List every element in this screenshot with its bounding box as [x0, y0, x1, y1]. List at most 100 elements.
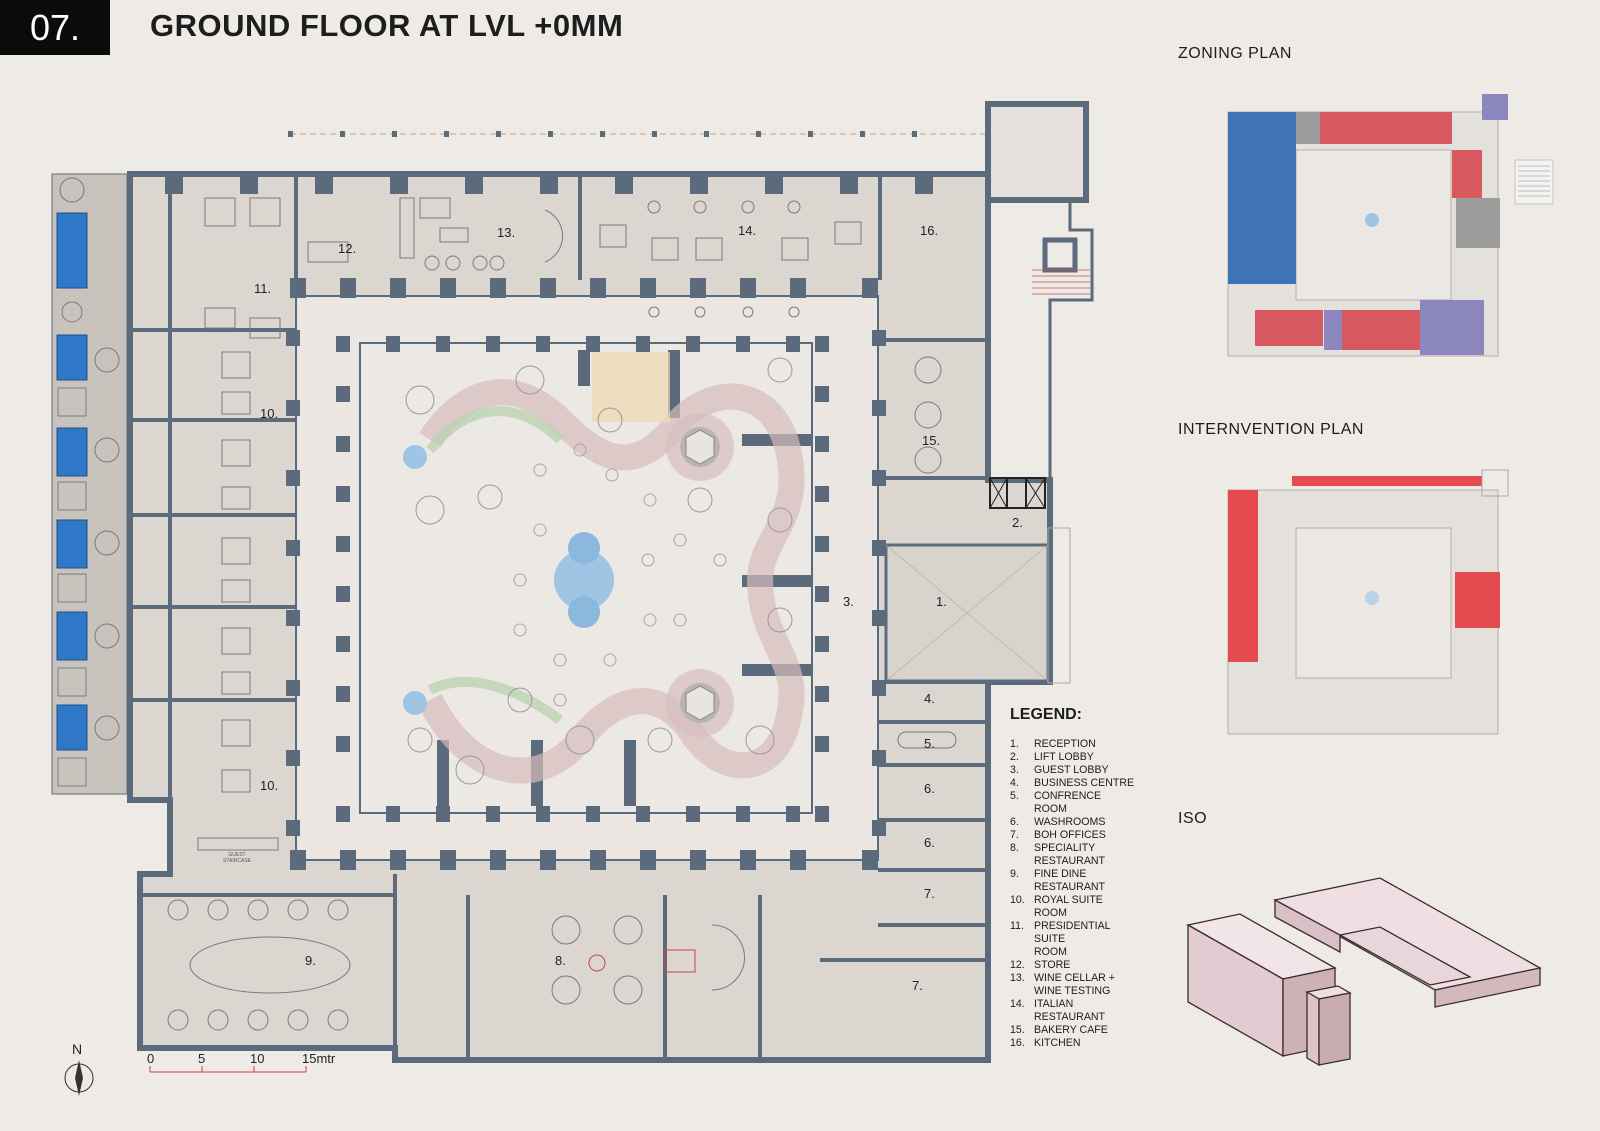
- north-label: N: [72, 1041, 82, 1057]
- furniture: [167, 197, 957, 1031]
- stair-lines: [1032, 269, 1090, 295]
- legend-item-label: GUEST LOBBY: [1034, 764, 1109, 776]
- intervention-west: [1228, 490, 1258, 662]
- legend-item-label: PRESIDENTIAL SUITE: [1034, 920, 1111, 945]
- legend-item-number: 15.: [1010, 1024, 1025, 1036]
- legend-item-number: 3.: [1010, 764, 1019, 776]
- intervention-plan: [1227, 469, 1509, 735]
- scale-bar: 0 5 10 15mtr: [147, 1051, 336, 1073]
- legend-item-number: 10.: [1010, 894, 1025, 906]
- legend-item-number: 8.: [1010, 842, 1019, 854]
- legend-item: 14. ITALIAN: [1010, 998, 1144, 1011]
- legend-item: 11. PRESIDENTIAL SUITE: [1010, 920, 1144, 946]
- legend-item-number: 14.: [1010, 998, 1025, 1010]
- room-label-8: 8.: [555, 953, 566, 968]
- room-label-6a: 6.: [924, 781, 935, 796]
- legend-item-number: 16.: [1010, 1037, 1025, 1049]
- room-label-9: 9.: [305, 953, 316, 968]
- room-label-2: 2.: [1012, 515, 1023, 530]
- legend-item-label: ROOM: [1034, 946, 1067, 958]
- page-title: GROUND FLOOR AT LVL +0MM: [150, 8, 624, 43]
- room-label-13: 13.: [497, 225, 515, 240]
- intervention-east: [1455, 572, 1500, 628]
- legend-item-label: ROYAL SUITE: [1034, 894, 1103, 906]
- room-label-10b: 10.: [260, 778, 278, 793]
- scale-tick-5: 5: [198, 1051, 205, 1066]
- room-label-5: 5.: [924, 736, 935, 751]
- legend-item-number: 11.: [1010, 920, 1024, 932]
- floor-plan: 1. 2. 3. 4. 5. 6. 6. 7. 7. 8. 9. 10. 10.…: [51, 101, 1094, 1096]
- legend-item: ROOM: [1010, 907, 1144, 920]
- legend-item-label: ITALIAN: [1034, 998, 1074, 1010]
- legend-item-label: FINE DINE: [1034, 868, 1087, 880]
- zone-red-top: [1320, 112, 1452, 144]
- legend-item-label: LIFT LOBBY: [1034, 751, 1094, 763]
- legend-item: 16. KITCHEN: [1010, 1037, 1144, 1050]
- legend-item: 15.BAKERY CAFE: [1010, 1024, 1144, 1037]
- legend-item-label: WINE TESTING: [1034, 985, 1111, 997]
- zone-blue: [1228, 112, 1296, 284]
- legend-item: 12. STORE: [1010, 959, 1144, 972]
- stair-core: [1042, 237, 1078, 273]
- legend-item-label: CONFRENCE: [1034, 790, 1102, 802]
- legend-item: 3. GUEST LOBBY: [1010, 764, 1144, 777]
- entrance-steps: [1047, 527, 1071, 684]
- room-label-4: 4.: [924, 691, 935, 706]
- zoning-legend-box: [1514, 159, 1554, 205]
- room-label-3: 3.: [843, 594, 854, 609]
- scale-tick-10: 10: [250, 1051, 264, 1066]
- legend-item-number: 13.: [1010, 972, 1025, 984]
- zoning-plan-title: ZONING PLAN: [1178, 45, 1292, 62]
- legend-item: 9.FINE DINE: [1010, 868, 1144, 881]
- guest-staircase-label-1: GUEST: [228, 852, 245, 858]
- legend-item: 2. LIFT LOBBY: [1010, 751, 1144, 764]
- room-label-11: 11.: [254, 281, 271, 296]
- legend-item: 6.WASHROOMS: [1010, 816, 1144, 829]
- terrace-patterns: [57, 177, 120, 787]
- legend-item: 7.BOH OFFICES: [1010, 829, 1144, 842]
- legend-item: 4.BUSINESS CENTRE: [1010, 777, 1144, 790]
- room-label-6b: 6.: [924, 835, 935, 850]
- pools: [56, 212, 88, 751]
- legend-item: 1. RECEPTION: [1010, 738, 1144, 751]
- legend-item-label: KITCHEN: [1034, 1037, 1081, 1049]
- legend-item-number: 12.: [1010, 959, 1025, 971]
- zone-purple-bottom: [1420, 300, 1484, 355]
- zoning-plan: [1227, 94, 1554, 357]
- legend-item: 13.WINE CELLAR +: [1010, 972, 1144, 985]
- north-needle-icon: [75, 1060, 83, 1096]
- legend-item-label: RESTAURANT: [1034, 855, 1106, 867]
- scale-tick-0: 0: [147, 1051, 154, 1066]
- legend-item-label: RECEPTION: [1034, 738, 1096, 750]
- tower-block: [985, 101, 1089, 203]
- legend-item: RESTAURANT: [1010, 855, 1144, 868]
- legend-item-number: 1.: [1010, 738, 1019, 750]
- room-label-1: 1.: [936, 594, 947, 609]
- legend-item-label: ROOM: [1034, 907, 1067, 919]
- red-stair: [664, 949, 696, 973]
- legend-item-number: 4.: [1010, 777, 1019, 789]
- legend-item: 10. ROYAL SUITE: [1010, 894, 1144, 907]
- north-arrow: N: [64, 1041, 94, 1096]
- courtyard-landscape: [403, 352, 805, 785]
- legend-item: 5.CONFRENCE: [1010, 790, 1144, 803]
- iso-view: [1186, 877, 1542, 1067]
- legend-item: 8. SPECIALITY: [1010, 842, 1144, 855]
- zone-grey: [1456, 198, 1500, 248]
- room-label-12: 12.: [338, 241, 356, 256]
- legend-item: RESTAURANT: [1010, 1011, 1144, 1024]
- columns: [165, 174, 933, 870]
- legend-item-label: STORE: [1034, 959, 1071, 971]
- legend-item-label: SPECIALITY: [1034, 842, 1096, 854]
- intervention-plan-title: INTERNVENTION PLAN: [1178, 421, 1364, 438]
- zone-red-bottom-2: [1342, 310, 1420, 350]
- room-labels: 1. 2. 3. 4. 5. 6. 6. 7. 7. 8. 9. 10. 10.…: [254, 223, 1023, 993]
- room-label-15: 15.: [922, 433, 940, 448]
- room-label-10a: 10.: [260, 406, 278, 421]
- scale-tick-15: 15mtr: [302, 1051, 336, 1066]
- legend-item-label: RESTAURANT: [1034, 881, 1106, 893]
- legend-item-number: 2.: [1010, 751, 1019, 763]
- legend-item-number: 7.: [1010, 829, 1019, 841]
